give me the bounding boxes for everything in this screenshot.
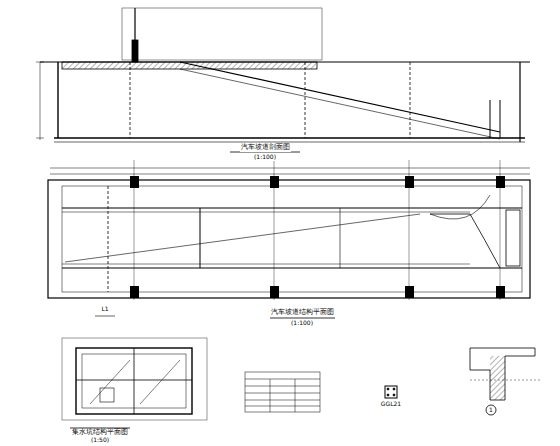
drawing-line bbox=[245, 406, 320, 407]
drawing-line bbox=[274, 160, 275, 300]
drawing-line bbox=[90, 360, 130, 404]
drawing-line bbox=[130, 62, 131, 138]
drawing-line bbox=[62, 62, 317, 69]
drawing-line bbox=[393, 388, 395, 390]
drawing-line bbox=[50, 174, 530, 175]
drawing-line bbox=[76, 380, 192, 381]
drawing-line bbox=[65, 214, 420, 262]
drawing-line bbox=[62, 267, 522, 268]
drawing-line bbox=[405, 176, 414, 188]
callout-number: 1 bbox=[488, 407, 494, 414]
drawing-line bbox=[490, 356, 505, 400]
drawing-line bbox=[393, 394, 395, 396]
drawing-line bbox=[486, 405, 496, 415]
drawing-line bbox=[50, 168, 530, 169]
drawing-line bbox=[430, 195, 490, 219]
drawing-line bbox=[270, 176, 279, 188]
drawing-line bbox=[200, 208, 201, 268]
drawing-line bbox=[134, 348, 135, 414]
drawing-line bbox=[387, 394, 389, 396]
column-section bbox=[385, 386, 397, 398]
drawing-line bbox=[500, 100, 501, 138]
drawing-line bbox=[122, 8, 322, 60]
drawing-line bbox=[245, 372, 320, 412]
drawing-line bbox=[54, 137, 525, 138]
member-mark: GGL21 bbox=[380, 401, 402, 408]
drawing-line bbox=[340, 208, 341, 268]
drawing-line bbox=[140, 360, 180, 404]
drawing-line bbox=[410, 62, 411, 138]
drawing-line bbox=[132, 40, 138, 62]
drawing-line bbox=[405, 286, 414, 298]
notes-table bbox=[245, 372, 320, 412]
drawing-line bbox=[62, 186, 522, 292]
drawing-line bbox=[490, 100, 491, 138]
drawing-line bbox=[130, 176, 505, 298]
scale-note: (1:100) bbox=[290, 320, 314, 327]
drawing-line bbox=[62, 207, 522, 208]
drawing-line bbox=[385, 386, 397, 398]
drawing-line bbox=[470, 348, 535, 400]
ramp-section bbox=[36, 8, 530, 152]
drawing-line bbox=[62, 338, 207, 420]
drawing-line bbox=[245, 379, 320, 380]
drawing-line bbox=[245, 400, 320, 401]
drawing-line bbox=[270, 379, 271, 412]
drawing-line bbox=[180, 62, 500, 132]
scale-note: (1:50) bbox=[90, 437, 110, 444]
drawing-line bbox=[270, 318, 335, 319]
view-title: 汽车坡道剖面图 bbox=[240, 144, 291, 152]
drawing-line bbox=[519, 62, 520, 142]
ramp-plan bbox=[48, 160, 530, 318]
drawing-line bbox=[36, 62, 44, 63]
drawing-line bbox=[180, 69, 500, 139]
drawing-line bbox=[245, 393, 320, 394]
scale-note: (1:100) bbox=[253, 154, 277, 161]
axis-label: L1 bbox=[100, 306, 109, 313]
drawing-line bbox=[496, 176, 505, 188]
drawing-line bbox=[409, 160, 410, 300]
drawing-line bbox=[40, 62, 530, 63]
sump-plan bbox=[62, 338, 207, 428]
drawing-line bbox=[48, 180, 530, 298]
view-title: 汽车坡道结构平面图 bbox=[270, 309, 335, 317]
drawing-line bbox=[108, 186, 109, 292]
drawing-line bbox=[470, 380, 540, 381]
drawing-line bbox=[57, 62, 58, 138]
drawing-line bbox=[295, 379, 296, 412]
drawing-line bbox=[76, 348, 192, 414]
drawing-line bbox=[54, 142, 525, 143]
drawing-line bbox=[134, 160, 135, 300]
drawing-line bbox=[130, 286, 139, 298]
drawing-line bbox=[387, 388, 389, 390]
drawing-line bbox=[270, 286, 279, 298]
drawing-line bbox=[506, 210, 520, 266]
drawing-line bbox=[500, 160, 501, 300]
view-title: 集水坑结构平面图 bbox=[71, 429, 129, 437]
drawing-line bbox=[95, 316, 115, 317]
drawing-line bbox=[496, 286, 505, 298]
drawing-line bbox=[430, 214, 500, 268]
drawing-line bbox=[100, 388, 114, 402]
drawing-line bbox=[305, 62, 306, 138]
drawing-line bbox=[40, 62, 41, 140]
drawing-line bbox=[245, 386, 320, 387]
drawing-line bbox=[36, 138, 44, 139]
node-detail bbox=[470, 348, 540, 415]
drawing-line bbox=[130, 176, 139, 188]
